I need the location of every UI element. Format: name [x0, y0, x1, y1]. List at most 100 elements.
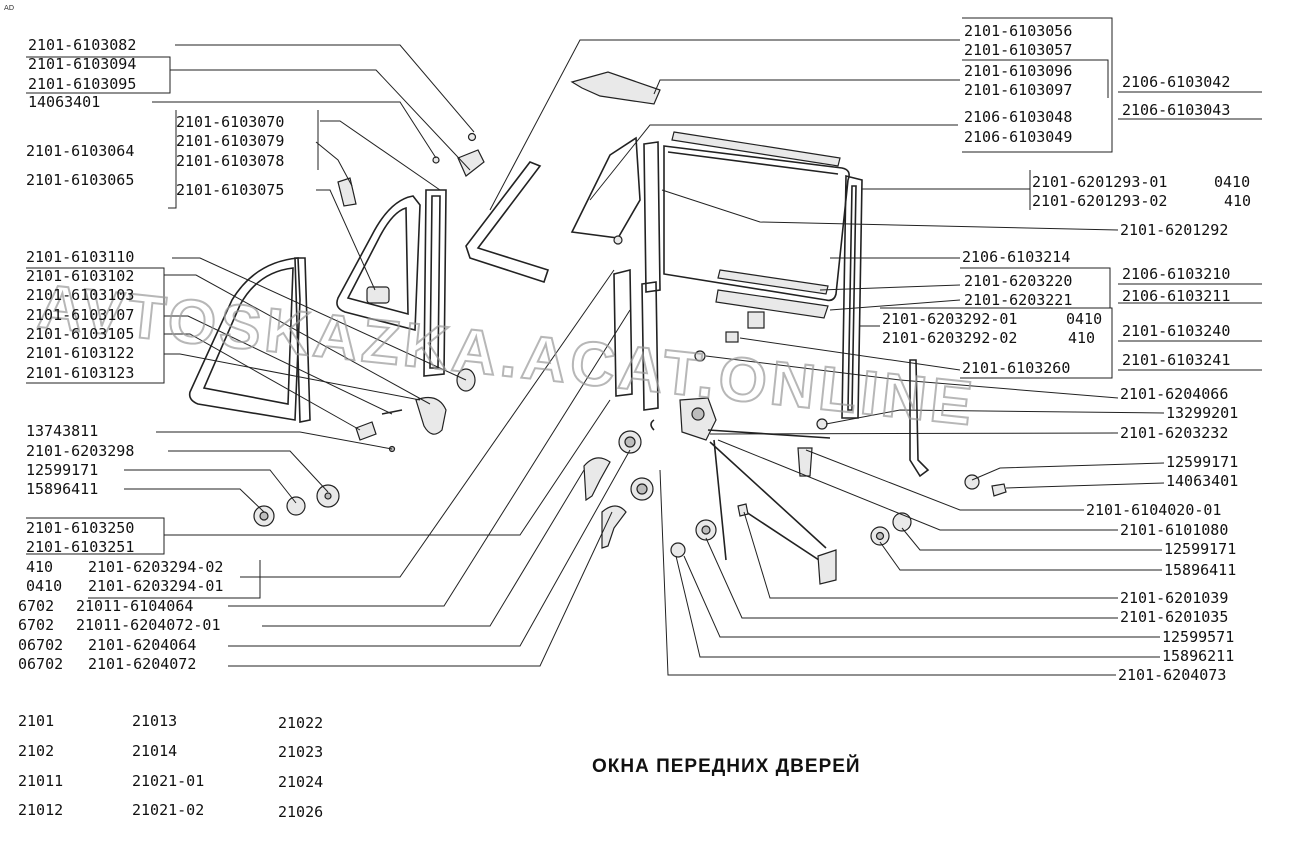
model-code: 21011	[18, 772, 63, 790]
callout-label: 2101-6103057	[964, 41, 1072, 59]
model-code: 21021-02	[132, 801, 204, 819]
model-code: 21022	[278, 714, 323, 732]
washer-large-hole	[324, 492, 332, 500]
callout-label: 2101-6103241	[1122, 351, 1230, 369]
callout-label: 2101-6103250	[26, 519, 134, 537]
glass-top-seal	[671, 131, 841, 167]
vent-clip	[355, 421, 377, 441]
lower-front-channel	[613, 268, 633, 397]
callout-label: 2101-6101080	[1120, 521, 1228, 539]
guide-clip	[725, 331, 739, 343]
callout-label: 12599171	[26, 461, 98, 479]
corner-mark: AD	[4, 4, 14, 12]
callout-label: 2101-6103065	[26, 171, 134, 189]
model-code: 21026	[278, 803, 323, 821]
callout-label: 2106-6103042	[1122, 73, 1230, 91]
callout-label: 410	[1224, 192, 1251, 210]
callout-label: 2101-6103078	[176, 152, 284, 170]
front-channel	[643, 141, 661, 293]
callout-label: 410	[26, 558, 53, 576]
callout-label: 2101-6103107	[26, 306, 134, 324]
vent-handle	[415, 397, 447, 435]
crank-handle-a	[583, 457, 611, 502]
callout-label: 2101-6203221	[964, 291, 1072, 309]
callout-label: 2101-6103082	[28, 36, 136, 54]
door-glass-edge	[667, 151, 839, 175]
window-channel-strip	[465, 161, 550, 284]
callout-label: 2101-6103251	[26, 538, 134, 556]
vent-window-glass	[202, 267, 294, 405]
bolt-bottom	[737, 503, 749, 517]
vent-pin	[381, 409, 403, 415]
lower-pulley-bracket	[817, 549, 837, 585]
callout-label: 2106-6103048	[964, 108, 1072, 126]
callout-label: 06702	[18, 655, 63, 673]
callout-label: 2101-6203292-02	[882, 329, 1017, 347]
callout-label: 12599171	[1164, 540, 1236, 558]
callout-label: 0410	[1214, 173, 1250, 191]
callout-label: 2101-6103097	[964, 81, 1072, 99]
glass-holder	[715, 289, 829, 319]
washer-right-b	[964, 474, 980, 490]
group-brackets	[26, 17, 1262, 599]
callout-label: 14063401	[28, 93, 100, 111]
callout-label: 2101-6203294-02	[88, 558, 223, 576]
callout-label: 15896411	[26, 480, 98, 498]
bolt-right	[991, 483, 1007, 497]
model-code: 21023	[278, 743, 323, 761]
leader-lines	[124, 39, 1165, 676]
callout-label: 12599571	[1162, 628, 1234, 646]
callout-label: 2101-6203292-01	[882, 310, 1017, 328]
callout-label: 2101-6203294-01	[88, 577, 223, 595]
callout-label: 0410	[1066, 310, 1102, 328]
regulator-bracket	[797, 447, 813, 477]
spring-clip	[650, 419, 655, 431]
callout-label: 2101-6203220	[964, 272, 1072, 290]
rear-guide	[909, 359, 930, 478]
vent-seal-inner	[346, 206, 409, 316]
parts-drawing	[188, 71, 1007, 585]
callout-label: 15896411	[1164, 561, 1236, 579]
vent-seal	[336, 195, 421, 332]
callout-label: 2101-6103122	[26, 344, 134, 362]
model-code: 21021-01	[132, 772, 204, 790]
model-code: 21013	[132, 712, 177, 730]
crank-rosette-b-inner	[636, 483, 648, 495]
fillet-piece	[570, 71, 661, 105]
washer-right-a	[892, 512, 912, 532]
vent-latch	[366, 286, 390, 304]
nut-left-hole	[259, 511, 269, 521]
guide-bolt	[694, 350, 706, 362]
callout-label: 2101-6104020-01	[1086, 501, 1221, 519]
callout-label: 2101-6204073	[1118, 666, 1226, 684]
lower-front-channel-b	[641, 281, 659, 411]
model-code: 21012	[18, 801, 63, 819]
callout-label: 21011-6104064	[76, 597, 193, 615]
callout-label: 2101-6103070	[176, 113, 284, 131]
callout-label: 2101-6103064	[26, 142, 134, 160]
regulator-hub	[691, 407, 705, 421]
right-callout-labels: 2101-6103056 2101-6103057 2101-6103096 2…	[882, 22, 1251, 684]
model-applicability-list: 2101 21013 21022 2102 21014 21023 21011 …	[18, 712, 323, 821]
callout-label: 2101-6204066	[1120, 385, 1228, 403]
callout-label: 2101-6103103	[26, 286, 134, 304]
washer-bottom-b	[670, 542, 686, 558]
callout-label: 2101-6204072	[88, 655, 196, 673]
callout-label: 06702	[18, 636, 63, 654]
nut-right-a-hole	[875, 531, 885, 541]
callout-label: 2106-6103043	[1122, 101, 1230, 119]
callout-label: 14063401	[1166, 472, 1238, 490]
callout-label: 15896211	[1162, 647, 1234, 665]
callout-label: 410	[1068, 329, 1095, 347]
callout-label: 2101-6103094	[28, 55, 136, 73]
callout-label: 21011-6204072-01	[76, 616, 221, 634]
vent-bracket	[337, 177, 357, 207]
callout-label: 2106-6103049	[964, 128, 1072, 146]
callout-label: 2101-6201293-01	[1032, 173, 1167, 191]
callout-label: 2101-6103110	[26, 248, 134, 266]
callout-label: 2101-6103105	[26, 325, 134, 343]
callout-label: 13743811	[26, 422, 98, 440]
watermark-text: AVTOSKAZKA.ACAT.ONLINE	[35, 272, 979, 439]
callout-label: 2101-6201035	[1120, 608, 1228, 626]
